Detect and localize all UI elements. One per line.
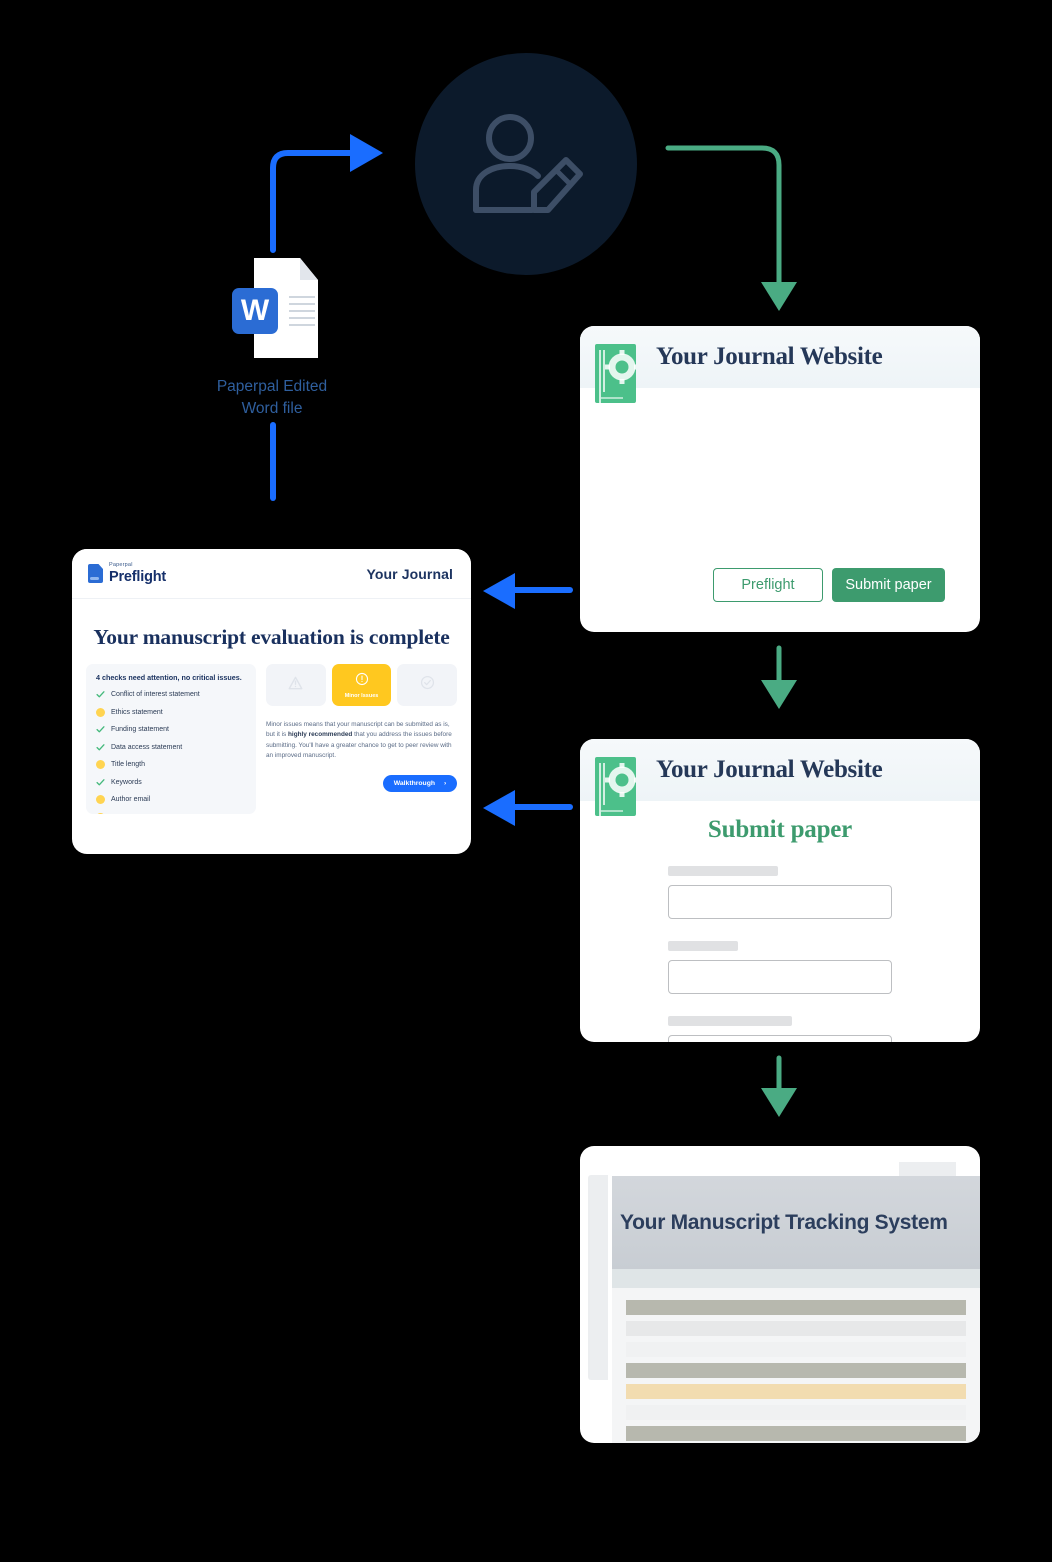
warning-dot-icon: [96, 707, 105, 717]
tracking-row: [626, 1363, 966, 1378]
submit-paper-form: [580, 844, 980, 1042]
journal-gear-icon: [595, 344, 636, 403]
check-item: Title length: [96, 760, 246, 769]
badge-critical-issues[interactable]: [266, 664, 326, 706]
exclamation-circle-icon: [355, 672, 369, 691]
checks-panel: 4 checks need attention, no critical iss…: [86, 664, 256, 814]
journal-submit-form-card: Your Journal Website Submit paper: [580, 739, 980, 1042]
check-item-label: Funding statement: [111, 726, 169, 733]
check-item: Keywords: [96, 778, 246, 787]
user-edit-icon: [466, 110, 586, 218]
preflight-doc-icon: [88, 564, 103, 583]
tracking-header: Your Manuscript Tracking System: [612, 1176, 980, 1269]
journal-title-2: Your Journal Website: [656, 756, 883, 783]
badge-minor-issues-label: Minor Issues: [344, 692, 379, 699]
journal-title: Your Journal Website: [656, 343, 883, 370]
form-field-input[interactable]: [668, 960, 892, 994]
word-file-caption: Paperpal Edited Word file: [206, 376, 338, 421]
description-part-2: that you address the issues before submi…: [266, 731, 452, 760]
logo-paperpal-text: Paperpal: [109, 562, 133, 568]
badge-minor-issues[interactable]: Minor Issues: [331, 664, 392, 706]
journal-header: Your Journal Website: [580, 326, 980, 403]
tracking-toolbar-strip: [612, 1269, 980, 1288]
preflight-title: Your manuscript evaluation is complete: [93, 625, 450, 649]
check-item-label: Data access statement: [111, 743, 183, 751]
check-item: Funding statement: [96, 725, 246, 734]
check-item-label: Language quality: [111, 814, 164, 815]
chevron-right-icon: ›: [444, 779, 447, 787]
preflight-journal-label: Your Journal: [366, 565, 453, 582]
description-bold: highly recommended: [288, 731, 353, 739]
form-field-label: [668, 866, 778, 876]
journal-website-card: Your Journal Website Preflight Submit pa…: [580, 326, 980, 632]
tracking-rows: [612, 1288, 980, 1443]
form-field-label: [668, 1016, 792, 1026]
logo-preflight-text: Preflight: [109, 568, 167, 585]
tracking-side-tab: [588, 1175, 608, 1380]
tracking-row: [626, 1405, 966, 1420]
check-item-label: Ethics statement: [111, 708, 163, 716]
warning-dot-icon: [96, 760, 105, 769]
preflight-result-card: Paperpal Preflight Your Journal Your man…: [72, 549, 471, 854]
manuscript-tracking-card: Your Manuscript Tracking System: [580, 1146, 980, 1443]
check-item: Ethics statement: [96, 707, 246, 717]
warning-dot-icon: [96, 812, 105, 814]
submit-paper-button[interactable]: Submit paper: [832, 568, 945, 602]
tracking-row: [626, 1321, 966, 1336]
warning-triangle-icon: [288, 676, 303, 695]
paperpal-preflight-logo: Paperpal Preflight: [88, 562, 167, 585]
check-item: Conflict of interest statement: [96, 690, 246, 699]
description-part-1: Minor issues means that your manuscript …: [266, 721, 450, 739]
check-item: Language quality: [96, 812, 246, 815]
tracking-row: [626, 1300, 966, 1315]
checks-summary: 4 checks need attention, no critical iss…: [96, 673, 242, 682]
issue-badges: Minor Issues: [266, 664, 458, 706]
form-field-input[interactable]: [668, 885, 892, 919]
check-item-label: Author email: [111, 796, 151, 803]
word-file-caption-line2: Word file: [241, 400, 303, 418]
check-item-label: Title length: [111, 761, 145, 768]
preflight-header: Paperpal Preflight Your Journal: [72, 549, 471, 599]
submit-paper-heading: Submit paper: [707, 816, 853, 843]
tracking-top-chip: [899, 1162, 956, 1178]
journal-header-2: Your Journal Website: [580, 739, 980, 816]
check-item: Author email: [96, 795, 246, 804]
check-circle-icon: [420, 675, 435, 695]
tracking-row: [626, 1342, 966, 1357]
badge-no-issues[interactable]: [397, 664, 458, 706]
paperpal-word-file: W Paperpal Edited Word file: [206, 258, 338, 421]
form-field-input[interactable]: [668, 1035, 892, 1042]
word-document-icon: W: [226, 258, 318, 366]
check-item-label: Conflict of interest statement: [111, 691, 200, 698]
form-field-label: [668, 941, 738, 951]
warning-dot-icon: [96, 795, 105, 804]
check-item: Data access statement: [96, 743, 246, 752]
tracking-title: Your Manuscript Tracking System: [620, 1210, 948, 1234]
tracking-row: [626, 1384, 966, 1399]
tracking-row: [626, 1426, 966, 1441]
walkthrough-label: Walkthrough: [393, 779, 435, 787]
walkthrough-button[interactable]: Walkthrough ›: [383, 774, 457, 792]
minor-issues-description: Minor issues means that your manuscript …: [266, 720, 457, 762]
author-avatar-circle: [415, 53, 637, 275]
word-badge-letter: W: [232, 288, 278, 334]
preflight-button[interactable]: Preflight: [713, 568, 823, 602]
word-file-caption-line1: Paperpal Edited: [216, 378, 328, 395]
journal-gear-icon: [595, 757, 636, 816]
check-item-label: Keywords: [111, 778, 142, 786]
